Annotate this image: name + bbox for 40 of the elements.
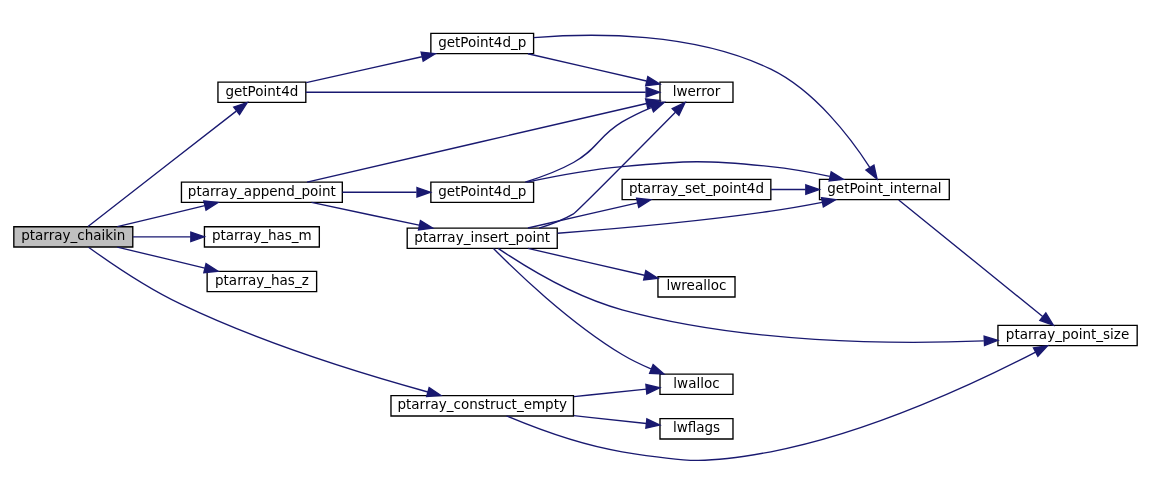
arrow [497,247,1000,347]
arrow [527,196,653,229]
node-box: lwalloc [659,372,734,395]
node-box: lwerror [659,80,734,103]
arrow [310,201,435,231]
node-box: getPoint4d [217,80,307,103]
arrow [341,186,433,198]
arrow [116,245,221,273]
node-box: getPoint4d_p [430,180,535,203]
node-box: lwrealloc [657,275,736,298]
node-box: getPoint4d_p [430,32,535,54]
node-box: ptarray_insert_point [406,226,558,249]
arrow [533,34,879,181]
arrow [492,247,666,375]
arrow [556,196,838,234]
node-box: ptarray_has_m [203,225,320,248]
node-box: ptarray_append_point [180,180,343,203]
arrow [505,344,1050,461]
arrow [770,183,822,195]
arrow [132,230,207,243]
arrow [527,247,660,281]
node-box: ptarray_point_size [997,324,1138,346]
arrow [87,100,249,227]
arrow [573,414,662,429]
node-box: ptarray_has_z [206,270,318,292]
node-box: getPoint_internal [818,178,950,200]
node-box: ptarray_construct_empty [390,394,575,417]
node-box: ptarray_chaikin [13,225,134,248]
arrow [538,100,687,229]
arrow [573,383,662,397]
arrow [526,160,846,183]
node-box: lwflags [659,417,734,440]
arrow [305,50,438,83]
arrow [524,101,667,183]
node-box: ptarray_set_point4d [621,178,772,200]
arrow [898,198,1055,326]
arrow [527,52,662,86]
arrow [305,86,662,98]
arrow [87,246,443,397]
arrow [116,199,221,227]
